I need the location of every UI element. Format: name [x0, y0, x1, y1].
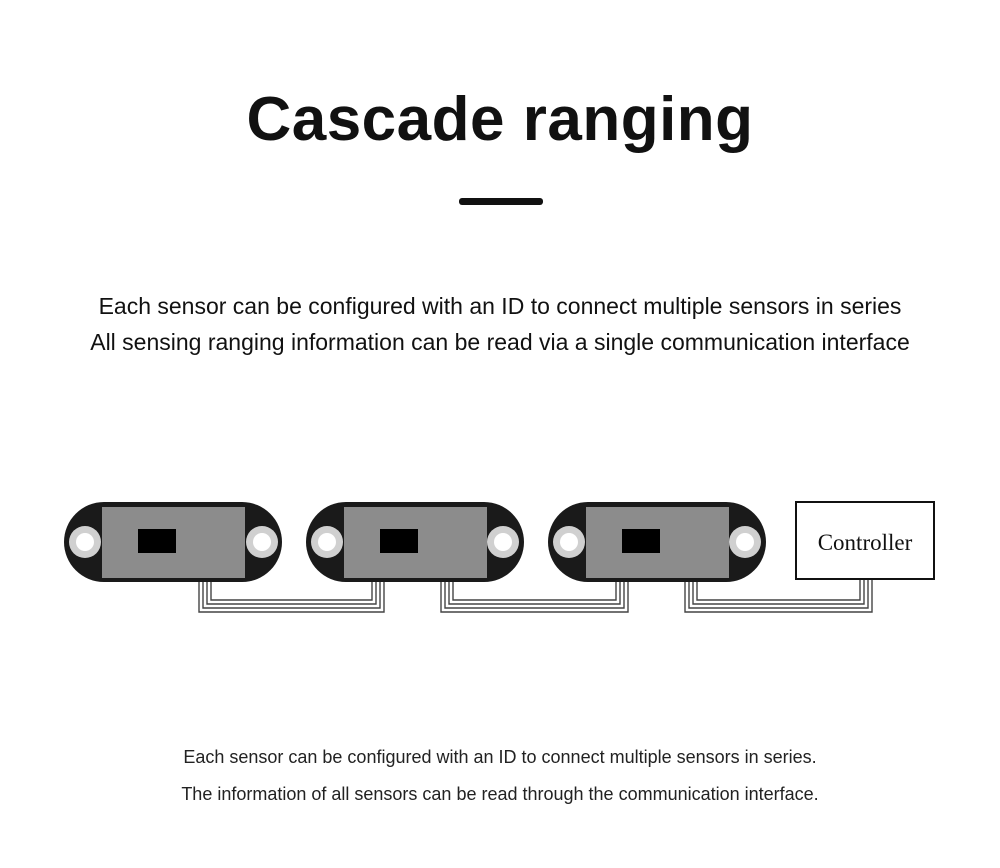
cascade-diagram: Controller — [64, 501, 935, 613]
sensor-window — [380, 529, 418, 553]
wire-bundle-1 — [198, 578, 385, 613]
wire-bundle-2 — [440, 578, 629, 613]
subtitle-line-1: Each sensor can be configured with an ID… — [98, 293, 902, 319]
sensor-module-2 — [306, 502, 524, 582]
subtitle-line-2: All sensing ranging information can be r… — [90, 329, 910, 355]
title-divider — [459, 198, 543, 205]
controller-box: Controller — [795, 501, 935, 580]
sensor-module-1 — [64, 502, 282, 582]
caption-line-2: The information of all sensors can be re… — [181, 784, 819, 804]
page-title: Cascade ranging — [246, 85, 754, 154]
controller-label: Controller — [818, 530, 913, 555]
sensor-window — [622, 529, 660, 553]
sensor-window — [138, 529, 176, 553]
wire-bundle-3 — [684, 578, 873, 613]
sensor-module-3 — [548, 502, 766, 582]
caption-line-1: Each sensor can be configured with an ID… — [183, 747, 817, 767]
